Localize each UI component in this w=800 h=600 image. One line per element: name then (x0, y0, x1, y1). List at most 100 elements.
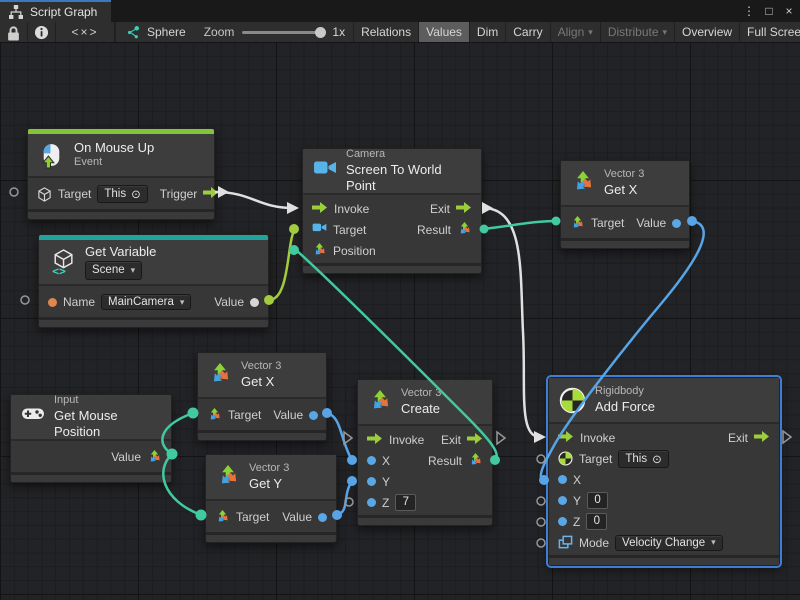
port-result-label: Result (427, 453, 462, 468)
vector3-port-icon[interactable] (457, 222, 472, 237)
port-value-dot[interactable] (672, 218, 682, 228)
z-value-field[interactable]: 0 (586, 513, 608, 530)
node-get-x-top[interactable]: Vector 3 Get X Target Value (560, 160, 690, 249)
port-value-dot[interactable] (250, 297, 259, 307)
target-this-chip[interactable]: This⊙ (97, 185, 148, 203)
wire-variable-to-camera-target (268, 227, 298, 302)
vector3-port-icon[interactable] (147, 449, 162, 465)
flow-arrow-icon[interactable] (367, 432, 383, 448)
camera-port-icon[interactable] (312, 222, 327, 237)
align-dropdown[interactable]: Align▾ (551, 22, 601, 42)
distribute-dropdown[interactable]: Distribute▾ (601, 22, 676, 42)
vector3-port-icon[interactable] (207, 407, 222, 423)
port-value-dot[interactable] (318, 512, 327, 522)
port-z-dot[interactable] (367, 498, 376, 507)
node-subtitle: Event (74, 156, 103, 169)
this-label: This (104, 188, 127, 200)
node-get-variable[interactable]: <> Get Variable Scene▾ Name MainCamera▾ … (38, 234, 269, 328)
vector3-port-icon[interactable] (468, 453, 483, 468)
info-icon (34, 25, 49, 40)
lock-button[interactable] (0, 22, 28, 42)
port-value-label: Value (111, 450, 141, 464)
node-footer (39, 317, 268, 327)
node-create-vector3[interactable]: Vector 3 Create Invoke Exit X Result (357, 379, 493, 526)
node-get-x-mid[interactable]: Vector 3 Get X Target Value (197, 352, 327, 441)
y-value-field[interactable]: 0 (587, 492, 609, 509)
maximize-icon[interactable]: □ (765, 4, 773, 18)
menu-icon[interactable]: ⋮ (743, 4, 755, 18)
rigidbody-icon (559, 387, 586, 414)
zoom-slider-knob[interactable] (315, 26, 327, 38)
carry-button[interactable]: Carry (506, 22, 551, 42)
z-value-field[interactable]: 7 (395, 494, 417, 511)
mode-value: Velocity Change (622, 536, 706, 549)
port-invoke-label: Invoke (389, 432, 425, 447)
fullscreen-button[interactable]: Full Screen (740, 22, 800, 42)
dim-button[interactable]: Dim (470, 22, 507, 42)
graph-name-label: Sphere (147, 25, 186, 39)
close-icon[interactable]: × (785, 4, 793, 18)
vector3-port-icon[interactable] (312, 243, 327, 258)
port-y-label: Y (382, 474, 391, 489)
node-title: Get X (604, 181, 638, 197)
flow-arrow-icon[interactable] (312, 201, 328, 217)
flow-arrow-icon[interactable] (558, 430, 574, 446)
script-graph-icon (8, 4, 24, 20)
values-button[interactable]: Values (419, 22, 470, 42)
this-label: This (625, 452, 648, 465)
node-get-y[interactable]: Vector 3 Get Y Target Value (205, 454, 337, 543)
enum-icon[interactable] (558, 535, 573, 550)
rigidbody-port-icon[interactable] (558, 451, 573, 466)
target-this-chip[interactable]: This⊙ (618, 449, 669, 468)
variable-name-dropdown[interactable]: MainCamera▾ (101, 294, 192, 310)
node-header: Vector 3 Get X (561, 161, 689, 207)
input-icon (21, 405, 45, 429)
zoom-slider[interactable] (242, 26, 327, 38)
graph-canvas[interactable]: On Mouse Up Event Target This⊙ Trigger <… (0, 42, 800, 600)
info-button[interactable] (28, 22, 56, 42)
overview-button[interactable]: Overview (675, 22, 741, 42)
port-name-dot[interactable] (48, 297, 57, 307)
port-y-label: Y (573, 493, 582, 508)
port-value-label: Value (636, 216, 667, 230)
chevron-down-icon: ▾ (130, 265, 136, 275)
flow-arrow-icon[interactable] (467, 432, 483, 448)
mode-dropdown[interactable]: Velocity Change▾ (615, 534, 723, 551)
node-get-mouse-position[interactable]: Input Get Mouse Position Value (10, 394, 172, 483)
variable-name-value: MainCamera (108, 296, 174, 308)
inspect-variables-button[interactable]: <×> (56, 22, 115, 42)
node-footer (206, 532, 336, 542)
port-z-dot[interactable] (558, 517, 567, 526)
port-x-dot[interactable] (367, 456, 376, 465)
flow-arrow-icon[interactable] (456, 201, 472, 217)
node-on-mouse-up[interactable]: On Mouse Up Event Target This⊙ Trigger (27, 128, 219, 220)
flow-arrow-icon[interactable] (754, 430, 770, 446)
tab-script-graph[interactable]: Script Graph (0, 0, 112, 22)
vector3-port-icon[interactable] (215, 509, 230, 525)
node-title: Add Force (595, 398, 655, 414)
node-add-force[interactable]: Rigidbody Add Force Invoke Exit Target T… (548, 377, 780, 566)
graph-breadcrumb[interactable]: Sphere (116, 22, 196, 42)
node-footer (198, 430, 326, 440)
relations-button[interactable]: Relations (354, 22, 420, 42)
port-y-dot[interactable] (558, 496, 567, 505)
chevron-down-icon: ▾ (662, 26, 668, 37)
port-y-dot[interactable] (367, 477, 376, 486)
node-footer (303, 263, 481, 273)
flow-arrowhead (287, 202, 299, 214)
port-target-label: Target (333, 222, 367, 237)
port-x-dot[interactable] (558, 475, 567, 484)
flow-arrow-icon[interactable] (203, 186, 219, 202)
vector3-port-icon[interactable] (570, 215, 585, 231)
event-accent-bar (28, 129, 214, 134)
port-value-dot[interactable] (309, 410, 319, 420)
node-title: Get X (241, 373, 275, 389)
port-exit-label: Exit (429, 201, 450, 216)
node-screen-to-world-point[interactable]: Camera Screen To World Point Invoke Exit… (302, 148, 482, 274)
node-title: Get Variable (85, 244, 157, 260)
port-exit-label: Exit (727, 430, 748, 445)
node-category: Input (54, 393, 79, 406)
mouse-up-icon (38, 142, 65, 169)
variable-scope-dropdown[interactable]: Scene▾ (85, 261, 143, 280)
